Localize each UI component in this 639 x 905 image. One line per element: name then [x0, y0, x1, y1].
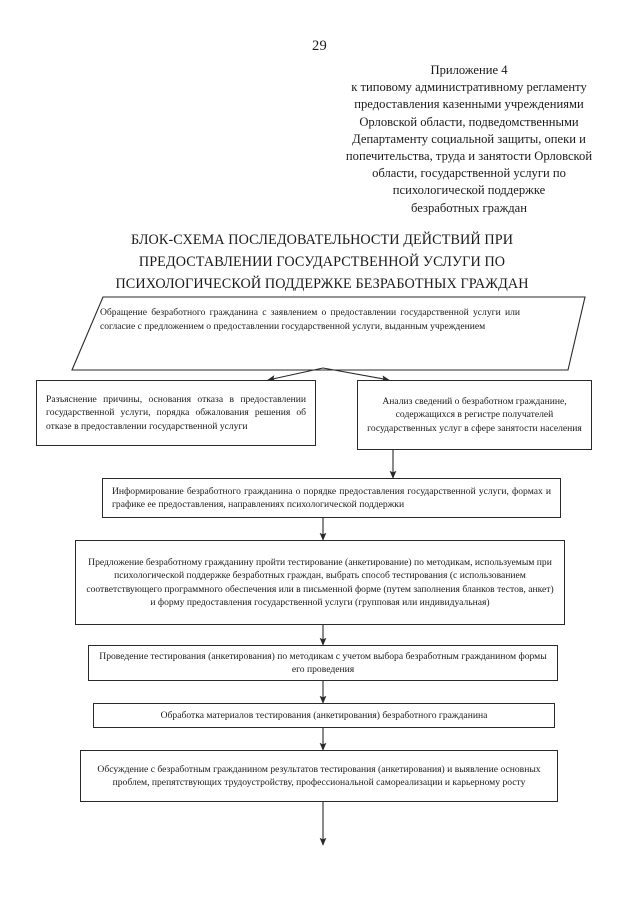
appendix-header-line: к типовому административному регламенту: [351, 80, 587, 95]
appendix-header-line: Приложение 4: [430, 63, 508, 77]
appendix-header-line: Департаменту социальной защиты, опеки и: [352, 131, 586, 146]
flow-node-refusal-text: Разъяснение причины, основания отказа в …: [46, 394, 306, 432]
flow-node-refusal: Разъяснение причины, основания отказа в …: [36, 380, 316, 446]
appendix-header: Приложение 4 к типовому административном…: [330, 62, 608, 217]
page-title-line: ПСИХОЛОГИЧЕСКОЙ ПОДДЕРЖКЕ БЕЗРАБОТНЫХ ГР…: [115, 276, 529, 292]
page-number: 29: [311, 38, 328, 54]
flow-node-discuss-text: Обсуждение с безработным гражданином рез…: [97, 763, 541, 788]
flow-node-inform-text: Информирование безработного гражданина о…: [112, 485, 551, 510]
page-title-line: ПРЕДОСТАВЛЕНИИ ГОСУДАРСТВЕННОЙ УСЛУГИ ПО: [138, 254, 506, 270]
flow-node-analysis: Анализ сведений о безработном гражданине…: [357, 380, 592, 450]
flow-node-analysis-text: Анализ сведений о безработном гражданине…: [367, 396, 582, 434]
flow-node-start: Обращение безработного гражданина с заяв…: [100, 307, 520, 332]
flow-node-discuss: Обсуждение с безработным гражданином рез…: [80, 750, 558, 802]
appendix-header-line: безработных граждан: [410, 200, 528, 215]
flow-node-offer: Предложение безработному гражданину прой…: [75, 540, 565, 625]
appendix-header-line: попечительства, труда и занятости Орловс…: [345, 149, 593, 164]
flow-node-process-text: Обработка материалов тестирования (анкет…: [160, 709, 488, 721]
page-title: БЛОК-СХЕМА ПОСЛЕДОВАТЕЛЬНОСТИ ДЕЙСТВИЙ П…: [72, 229, 572, 295]
appendix-header-line: Орловской области, подведомственными: [359, 114, 579, 129]
appendix-header-line: области, государственной услуги по: [372, 166, 566, 181]
page-title-line: БЛОК-СХЕМА ПОСЛЕДОВАТЕЛЬНОСТИ ДЕЙСТВИЙ П…: [130, 232, 514, 248]
appendix-header-line: предоставления казенными учреждениями: [354, 97, 584, 112]
flow-node-conduct: Проведение тестирования (анкетирования) …: [88, 645, 558, 681]
appendix-header-line: психологической поддержке: [392, 183, 546, 198]
flow-node-process: Обработка материалов тестирования (анкет…: [93, 703, 555, 728]
flow-node-conduct-text: Проведение тестирования (анкетирования) …: [99, 650, 547, 675]
flow-node-inform: Информирование безработного гражданина о…: [102, 478, 561, 518]
flow-node-offer-text: Предложение безработному гражданину прой…: [86, 557, 554, 608]
